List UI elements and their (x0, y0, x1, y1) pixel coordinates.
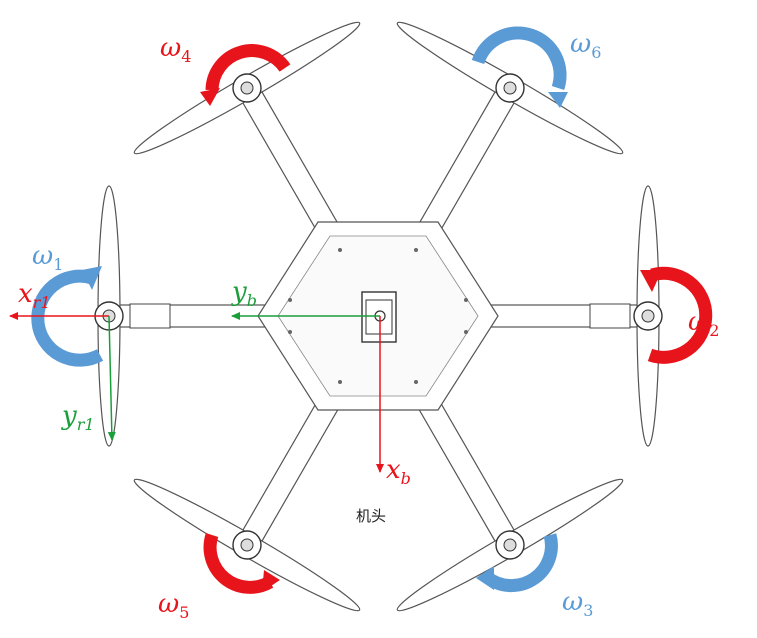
motor-omega5 (133, 478, 361, 612)
label-omega3: ω3 (562, 587, 593, 620)
motor-omega2 (589, 185, 663, 447)
rotation-arrows (31, 26, 713, 594)
yr1-axis-line (107, 315, 116, 441)
label-yb: yb (231, 277, 257, 310)
motor-omega4 (133, 21, 361, 155)
rotation-arrow-omega1 (31, 266, 104, 367)
label-omega1: ω1 (32, 241, 63, 274)
rotation-arrow-omega5 (203, 533, 280, 594)
motor-omega3 (396, 478, 624, 612)
rotation-arrow-omega2 (640, 266, 713, 364)
rotor-labels: ω1 ω2 ω3 ω4 ω5 ω6 (32, 29, 719, 622)
label-omega2: ω2 (688, 307, 719, 340)
label-yr1: yr1 (61, 401, 95, 434)
label-xr1: xr1 (18, 279, 51, 312)
rotation-arrow-omega6 (471, 26, 568, 108)
rotation-arrow-omega3 (476, 533, 558, 593)
axis-labels: xb yb xr1 yr1 (18, 277, 411, 488)
rotation-arrow-omega4 (200, 44, 291, 106)
label-omega5: ω5 (158, 589, 189, 622)
label-omega4: ω4 (160, 33, 191, 66)
label-xb: xb (386, 455, 411, 488)
head-label: 机头 (356, 507, 386, 525)
label-omega6: ω6 (570, 29, 601, 62)
body-axes (9, 312, 384, 473)
motor-omega6 (396, 21, 624, 155)
